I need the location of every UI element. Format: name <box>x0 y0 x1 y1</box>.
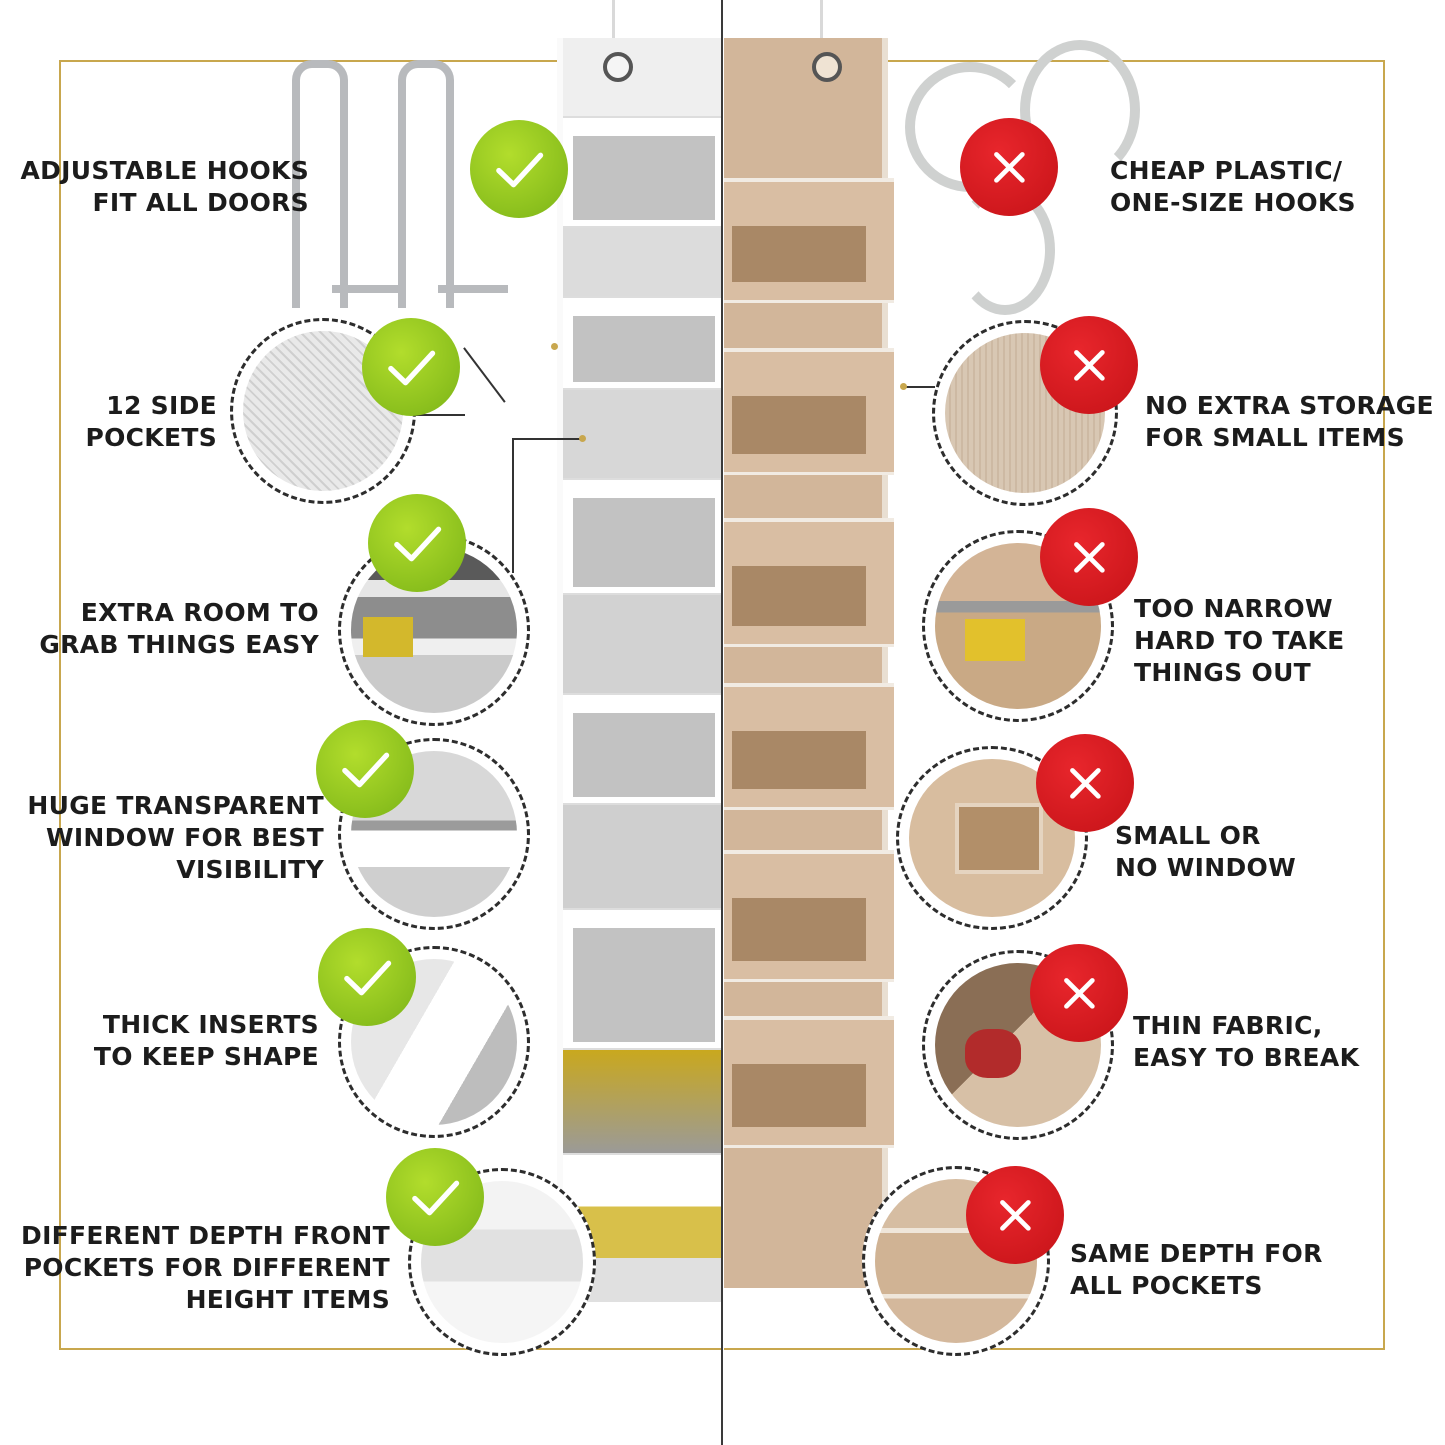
grommet <box>603 52 633 82</box>
leader-line <box>905 386 935 388</box>
leader-dot <box>551 343 558 350</box>
check-icon <box>368 494 466 592</box>
con-label-fabric: THIN FABRIC,EASY TO BREAK <box>1133 1011 1360 1072</box>
cross-icon <box>1030 944 1128 1042</box>
cross-icon <box>1040 316 1138 414</box>
check-icon <box>316 720 414 818</box>
good-organizer-image <box>557 38 721 1302</box>
good-pocket <box>563 908 721 1050</box>
good-pocket <box>563 388 721 480</box>
hanging-wire-right <box>820 0 823 44</box>
good-pocket <box>563 116 721 228</box>
metal-hook-image <box>398 60 454 308</box>
good-pocket <box>563 693 721 805</box>
leader-line <box>512 438 582 440</box>
cross-icon <box>966 1166 1064 1264</box>
bad-pocket <box>724 178 894 303</box>
good-pocket <box>563 803 721 910</box>
left-gold-frame <box>59 60 721 1350</box>
cross-icon <box>1040 508 1138 606</box>
good-pocket <box>563 478 721 595</box>
grommet <box>812 52 842 82</box>
hanging-wire-left <box>612 0 615 44</box>
check-icon <box>362 318 460 416</box>
narrow-pocket-photo <box>922 530 1114 722</box>
check-icon <box>386 1148 484 1246</box>
check-icon <box>470 120 568 218</box>
bad-organizer-image <box>724 38 894 1288</box>
bad-pocket <box>724 1016 894 1148</box>
leader-dot <box>900 383 907 390</box>
leader-line <box>415 414 465 416</box>
bad-pocket <box>724 683 894 810</box>
bad-pocket <box>724 348 894 475</box>
good-pocket <box>563 1048 721 1155</box>
bad-pocket <box>724 850 894 982</box>
bad-pocket <box>724 518 894 647</box>
good-pocket <box>563 226 721 300</box>
cross-icon <box>1036 734 1134 832</box>
cross-icon <box>960 118 1058 216</box>
metal-hook-image <box>438 285 508 293</box>
check-icon <box>318 928 416 1026</box>
metal-hook-image <box>292 60 348 308</box>
transparent-window-photo <box>338 738 530 930</box>
leader-line <box>512 438 514 573</box>
con-label-hooks: CHEAP PLASTIC/ONE-SIZE HOOKS <box>1110 156 1356 217</box>
center-divider <box>721 0 723 1445</box>
good-pocket <box>563 296 721 390</box>
leader-dot <box>579 435 586 442</box>
good-pocket <box>563 593 721 695</box>
plastic-hook-image <box>1020 40 1140 180</box>
metal-hook-image <box>332 285 404 293</box>
